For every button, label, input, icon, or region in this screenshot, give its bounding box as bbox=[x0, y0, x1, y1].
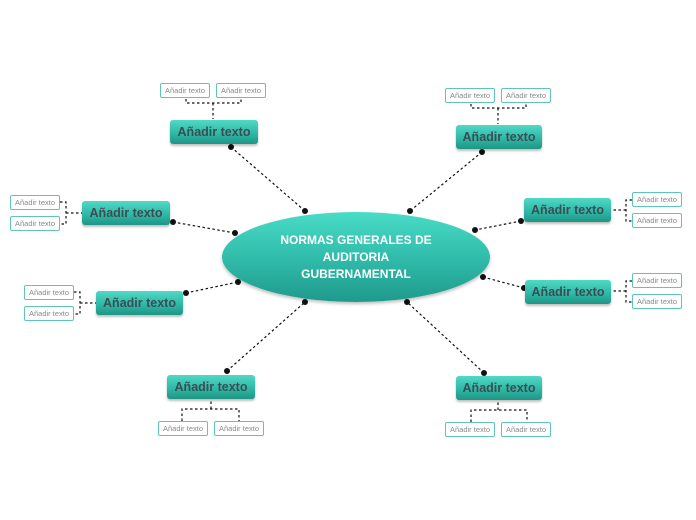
subtopic-label: Añadir texto bbox=[449, 425, 491, 434]
topic-bottom-right[interactable]: Añadir texto bbox=[456, 376, 542, 400]
topic-label: Añadir texto bbox=[89, 206, 163, 220]
subtopic[interactable]: Añadir texto bbox=[24, 285, 74, 300]
subtopic-label: Añadir texto bbox=[220, 86, 262, 95]
subtopic[interactable]: Añadir texto bbox=[501, 88, 551, 103]
topic-label: Añadir texto bbox=[103, 296, 176, 310]
topic-label: Añadir texto bbox=[462, 130, 536, 144]
subtopic-label: Añadir texto bbox=[636, 276, 678, 285]
subtopic[interactable]: Añadir texto bbox=[10, 216, 60, 231]
subtopic-label: Añadir texto bbox=[218, 424, 260, 433]
subtopic[interactable]: Añadir texto bbox=[445, 422, 495, 437]
subtopic-label: Añadir texto bbox=[28, 288, 70, 297]
central-topic[interactable]: NORMAS GENERALES DE AUDITORIA GUBERNAMEN… bbox=[222, 212, 490, 302]
subtopic-label: Añadir texto bbox=[505, 91, 547, 100]
topic-top-left[interactable]: Añadir texto bbox=[170, 120, 258, 144]
subtopic-label: Añadir texto bbox=[636, 216, 678, 225]
subtopic[interactable]: Añadir texto bbox=[216, 83, 266, 98]
subtopic[interactable]: Añadir texto bbox=[445, 88, 495, 103]
subtopic[interactable]: Añadir texto bbox=[632, 273, 682, 288]
subtopic-label: Añadir texto bbox=[14, 219, 56, 228]
topic-right-upper[interactable]: Añadir texto bbox=[524, 198, 611, 222]
subtopic[interactable]: Añadir texto bbox=[158, 421, 208, 436]
subtopic[interactable]: Añadir texto bbox=[632, 213, 682, 228]
subtopic-label: Añadir texto bbox=[14, 198, 56, 207]
subtopic[interactable]: Añadir texto bbox=[10, 195, 60, 210]
topic-label: Añadir texto bbox=[531, 203, 604, 217]
subtopic[interactable]: Añadir texto bbox=[160, 83, 210, 98]
subtopic[interactable]: Añadir texto bbox=[632, 294, 682, 309]
central-topic-label: NORMAS GENERALES DE AUDITORIA GUBERNAMEN… bbox=[280, 232, 432, 281]
topic-label: Añadir texto bbox=[177, 125, 251, 139]
subtopic[interactable]: Añadir texto bbox=[632, 192, 682, 207]
subtopic-label: Añadir texto bbox=[449, 91, 491, 100]
topic-right-lower[interactable]: Añadir texto bbox=[525, 280, 611, 304]
subtopic[interactable]: Añadir texto bbox=[24, 306, 74, 321]
topic-label: Añadir texto bbox=[462, 381, 536, 395]
subtopic-label: Añadir texto bbox=[636, 195, 678, 204]
subtopic[interactable]: Añadir texto bbox=[501, 422, 551, 437]
subtopic-label: Añadir texto bbox=[636, 297, 678, 306]
topic-left-lower[interactable]: Añadir texto bbox=[96, 291, 183, 315]
subtopic-label: Añadir texto bbox=[162, 424, 204, 433]
topic-bottom-left[interactable]: Añadir texto bbox=[167, 375, 255, 399]
subtopic-label: Añadir texto bbox=[505, 425, 547, 434]
subtopic-label: Añadir texto bbox=[164, 86, 206, 95]
topic-label: Añadir texto bbox=[531, 285, 605, 299]
topic-label: Añadir texto bbox=[174, 380, 248, 394]
subtopic[interactable]: Añadir texto bbox=[214, 421, 264, 436]
topic-top-right[interactable]: Añadir texto bbox=[456, 125, 542, 149]
topic-left-upper[interactable]: Añadir texto bbox=[82, 201, 170, 225]
subtopic-label: Añadir texto bbox=[28, 309, 70, 318]
